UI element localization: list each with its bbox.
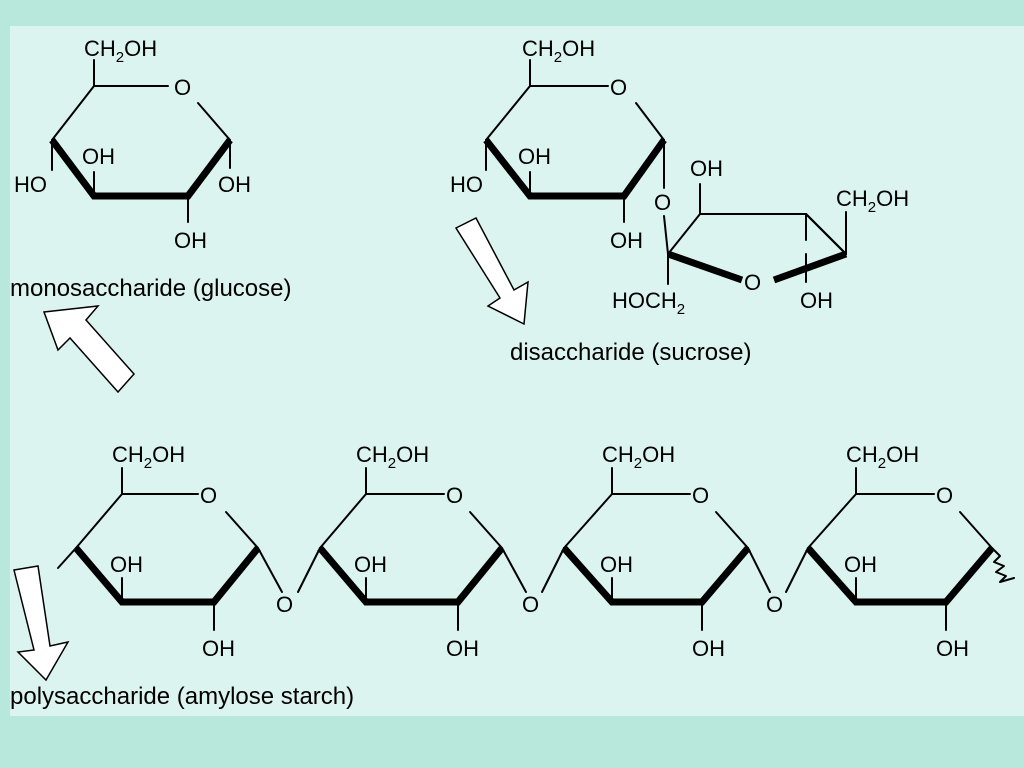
arrow-to-disaccharide	[454, 217, 529, 326]
amylose-left-end	[57, 547, 77, 569]
glucose-ring-oxygen: O	[174, 75, 191, 100]
sucrose-glucose-ring-bottom	[483, 137, 667, 200]
sucrose-glucose-ring-top	[485, 85, 609, 141]
amylose-unit2-c2-oh: OH	[446, 636, 479, 661]
amylose-unit4-ring-right	[959, 511, 993, 549]
amylose-unit1-c2-oh: OH	[202, 636, 235, 661]
sucrose-c2-oh: OH	[610, 228, 643, 253]
amylose-unit1-ring-bottom	[73, 545, 261, 606]
fructose-ring-bottom-right	[772, 250, 848, 284]
amylose-unit2-ring-oxygen: O	[446, 483, 463, 508]
amylose-link1-left	[257, 547, 283, 593]
sucrose-structure: CH2OH O HO OH OH O O OH HOCH2 CH2OH	[450, 36, 909, 318]
sucrose-glycosidic-bond-lower	[663, 215, 669, 255]
amylose-link2-right	[541, 547, 565, 593]
fructose-ring-bottom-left	[666, 250, 744, 284]
glucose-c3-oh: OH	[82, 144, 115, 169]
amylose-unit2-ring-right	[469, 511, 503, 549]
glucose-c4-ho: HO	[14, 172, 47, 197]
amylose-unit4-ring-top	[807, 493, 935, 549]
amylose-link2-left	[501, 547, 527, 593]
glucose-structure: CH2OH O HO OH OH OH	[14, 36, 251, 253]
amylose-unit1-ring-oxygen: O	[200, 483, 217, 508]
amylose-unit1-ring-right	[225, 511, 259, 549]
amylose-link1-oxygen: O	[276, 592, 293, 617]
amylose-unit3-ch2oh: CH2OH	[602, 442, 675, 472]
glucose-c1-oh: OH	[218, 172, 251, 197]
sucrose-ch2oh-label: CH2OH	[522, 36, 595, 66]
amylose-unit4-ring-oxygen: O	[936, 483, 953, 508]
amylose-unit4-c3-oh: OH	[844, 552, 877, 577]
fructose-hoch2-label: HOCH2	[612, 288, 685, 318]
amylose-unit2-ring-bottom	[317, 545, 505, 606]
amylose-unit2-ring-top	[319, 493, 445, 549]
glucose-ring-top	[51, 85, 169, 141]
glucose-c2-oh: OH	[174, 228, 207, 253]
amylose-unit4-ring-bottom	[805, 545, 995, 606]
amylose-structure: CH2OH O OH OH O CH2OH O OH OH O	[57, 442, 1015, 661]
amylose-unit3-c3-oh: OH	[600, 552, 633, 577]
amylose-unit1-ring-top	[75, 493, 199, 549]
amylose-unit1-c3-oh: OH	[110, 552, 143, 577]
amylose-link3-left	[747, 547, 771, 593]
amylose-unit3-ring-oxygen: O	[692, 483, 709, 508]
glucose-ch2oh-label: CH2OH	[84, 36, 157, 66]
amylose-unit4-ch2oh: CH2OH	[846, 442, 919, 472]
amylose-unit2-c3-oh: OH	[354, 552, 387, 577]
amylose-link3-right	[785, 547, 809, 593]
amylose-unit3-ring-right	[715, 511, 749, 549]
amylose-link2-oxygen: O	[522, 592, 539, 617]
amylose-unit3-ring-top	[563, 493, 691, 549]
glucose-ring-right	[197, 102, 231, 141]
caption-monosaccharide: monosaccharide (glucose)	[10, 275, 291, 302]
fructose-c4-oh: OH	[800, 288, 833, 313]
amylose-unit2-ch2oh: CH2OH	[356, 442, 429, 472]
arrow-to-polysaccharide	[13, 565, 70, 682]
glucose-ring-bottom	[49, 137, 233, 200]
amylose-link3-oxygen: O	[766, 592, 783, 617]
amylose-chain-continuation	[991, 547, 1015, 583]
sucrose-ring-oxygen: O	[610, 75, 627, 100]
fructose-c3-oh: OH	[690, 156, 723, 181]
amylose-link1-right	[297, 547, 321, 593]
fructose-ch2oh-label: CH2OH	[836, 186, 909, 216]
amylose-unit3-c2-oh: OH	[692, 636, 725, 661]
fructose-c5-bond	[805, 213, 847, 255]
sucrose-glucose-ring-right	[635, 102, 665, 141]
arrow-to-monosaccharide	[42, 305, 136, 394]
fructose-ring-top	[667, 213, 847, 255]
sucrose-glycosidic-oxygen: O	[654, 190, 671, 215]
fructose-ring-oxygen: O	[744, 270, 761, 295]
amylose-unit3-ring-bottom	[561, 545, 751, 606]
caption-polysaccharide: polysaccharide (amylose starch)	[10, 683, 354, 710]
amylose-unit1-ch2oh: CH2OH	[112, 442, 185, 472]
sucrose-c4-ho: HO	[450, 172, 483, 197]
caption-disaccharide: disaccharide (sucrose)	[510, 339, 751, 366]
sucrose-c3-oh: OH	[518, 144, 551, 169]
amylose-unit4-c2-oh: OH	[936, 636, 969, 661]
